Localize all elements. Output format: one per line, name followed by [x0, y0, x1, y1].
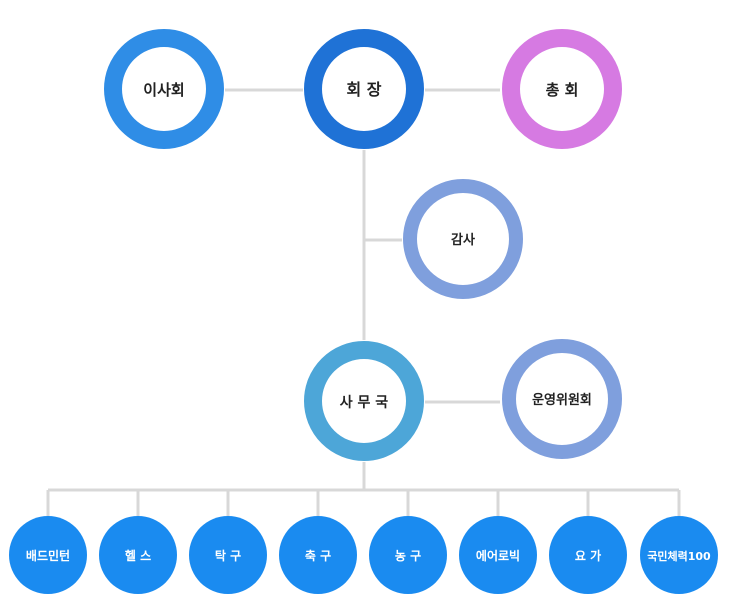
club-fitness[interactable]: 헬 스 — [99, 516, 177, 594]
board-ring — [104, 29, 224, 149]
connectors — [46, 88, 681, 518]
node-secretariat[interactable]: 사 무 국 — [304, 341, 424, 461]
club-aerobics-label: 에어로빅 — [476, 548, 520, 563]
node-board[interactable]: 이사회 — [104, 29, 224, 149]
secretariat-label: 사 무 국 — [340, 395, 389, 411]
club-basketball-circle — [369, 516, 447, 594]
club-soccer-circle — [279, 516, 357, 594]
general-assembly-ring — [502, 29, 622, 149]
club-aerobics[interactable]: 에어로빅 — [459, 516, 537, 594]
club-basketball-label: 농 구 — [395, 549, 421, 563]
club-badminton-label: 배드민턴 — [26, 548, 70, 563]
president-label: 회 장 — [346, 80, 381, 99]
club-aerobics-circle — [459, 516, 537, 594]
general-assembly-label: 총 회 — [546, 81, 579, 99]
club-basketball[interactable]: 농 구 — [369, 516, 447, 594]
node-auditor[interactable]: 감사 — [403, 179, 523, 299]
club-fitness-label: 헬 스 — [125, 548, 151, 563]
operating-committee-ring — [502, 339, 622, 459]
club-national-fitness-100-label: 국민체력100 — [647, 549, 711, 563]
club-fitness-circle — [99, 516, 177, 594]
club-table-tennis-label: 탁 구 — [215, 548, 241, 563]
club-soccer[interactable]: 축 구 — [279, 516, 357, 594]
club-yoga-circle — [549, 516, 627, 594]
operating-committee-label: 운영위원회 — [532, 392, 592, 408]
club-yoga[interactable]: 요 가 — [549, 516, 627, 594]
node-general-assembly[interactable]: 총 회 — [502, 29, 622, 149]
club-soccer-label: 축 구 — [305, 548, 331, 563]
board-label: 이사회 — [143, 81, 184, 99]
club-national-fitness-100[interactable]: 국민체력100 — [640, 516, 718, 594]
secretariat-ring — [304, 341, 424, 461]
auditor-label: 감사 — [451, 232, 475, 248]
node-operating-committee[interactable]: 운영위원회 — [502, 339, 622, 459]
node-president[interactable]: 회 장 — [304, 29, 424, 149]
club-row: 배드민턴 헬 스 탁 구 축 구 농 구 에어로빅 요 가 국민체력100 — [9, 516, 718, 594]
club-drops — [46, 490, 681, 518]
auditor-ring — [403, 179, 523, 299]
club-badminton[interactable]: 배드민턴 — [9, 516, 87, 594]
club-national-fitness-100-circle — [640, 516, 718, 594]
club-table-tennis[interactable]: 탁 구 — [189, 516, 267, 594]
club-yoga-label: 요 가 — [575, 548, 601, 563]
club-table-tennis-circle — [189, 516, 267, 594]
president-ring — [304, 29, 424, 149]
club-badminton-circle — [9, 516, 87, 594]
